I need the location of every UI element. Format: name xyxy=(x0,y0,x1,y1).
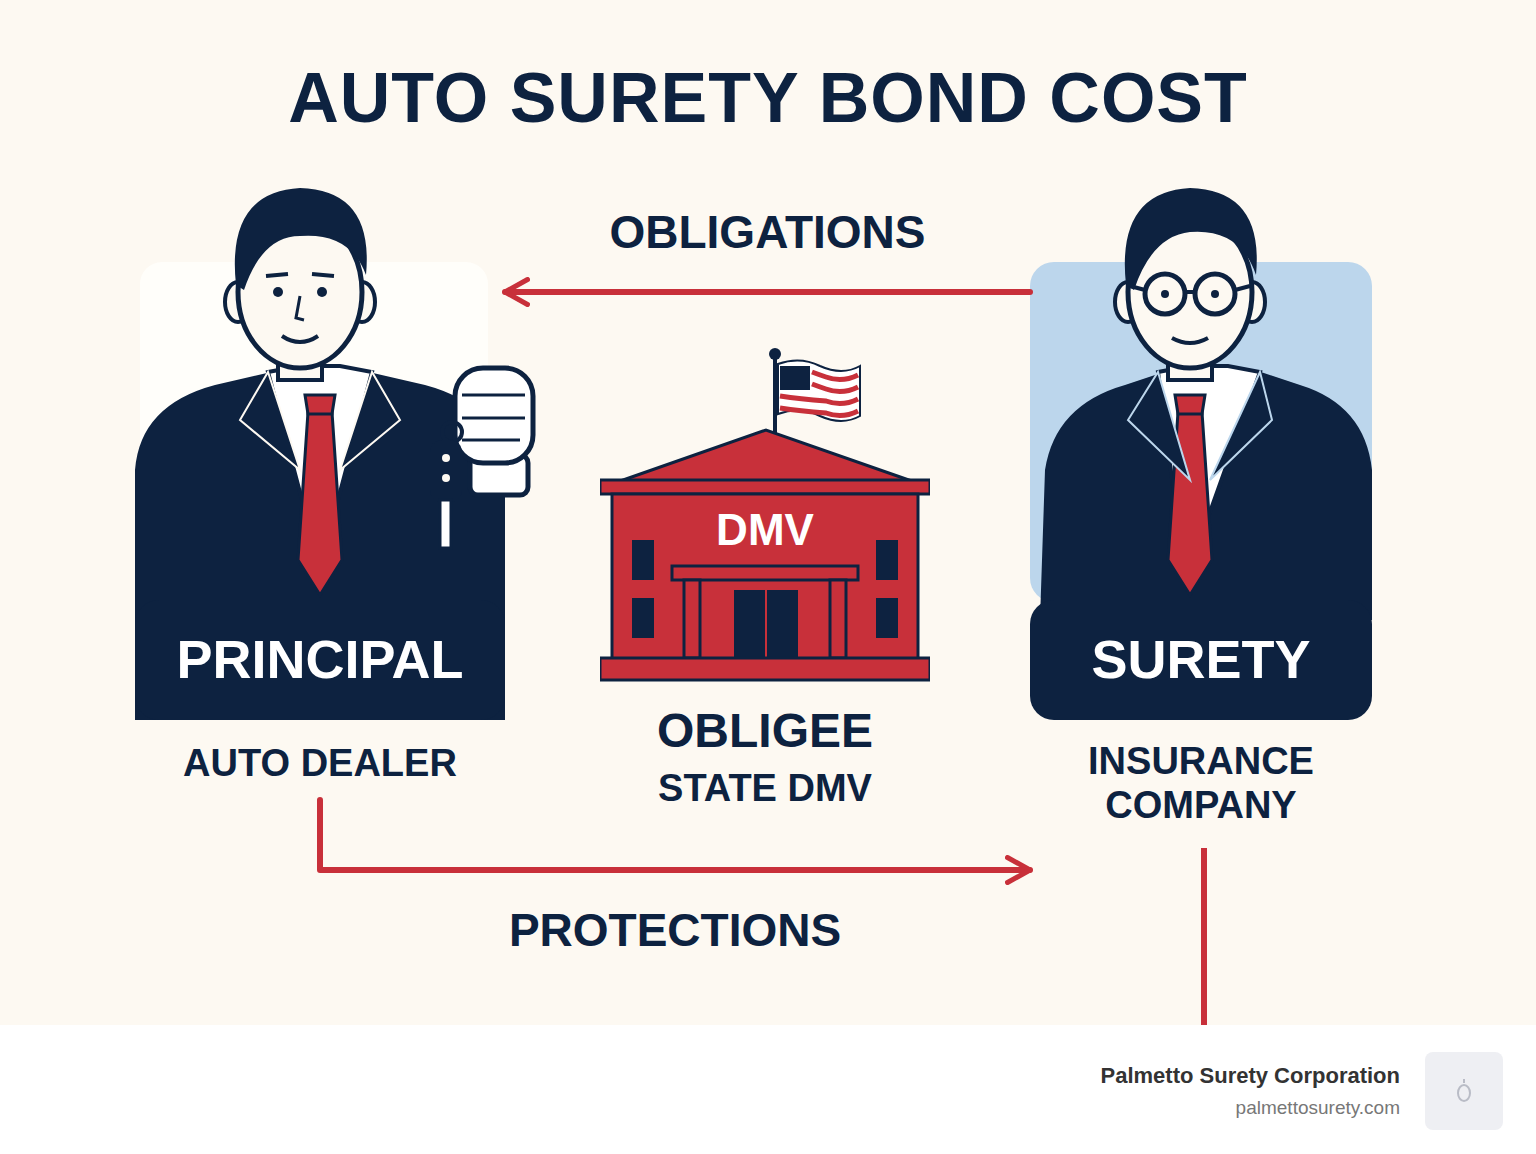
surety-box: SURETY INSURANCE COMPANY xyxy=(1030,262,1372,880)
connector-arrow xyxy=(505,289,1030,295)
node-title: PRINCIPAL xyxy=(135,628,505,690)
building-sign: DMV xyxy=(675,505,855,556)
leader-line xyxy=(1201,848,1207,1025)
principal-box: PRINCIPAL AUTO DEALER xyxy=(135,262,505,800)
edge-label: PROTECTIONS xyxy=(509,905,841,956)
surety-figure xyxy=(1030,188,1372,620)
connector-arrow xyxy=(320,800,1030,870)
footer-band xyxy=(0,1025,1536,1154)
node-subtitle: INSURANCE COMPANY xyxy=(1030,740,1372,827)
obligee-building: DMV OBLIGEE STATE DMV xyxy=(600,345,930,815)
company-name: Palmetto Surety Corporation xyxy=(1101,1063,1400,1089)
logo-tile xyxy=(1425,1052,1503,1130)
edge-label: OBLIGATIONS xyxy=(609,207,925,258)
title: AUTO SURETY BOND COST xyxy=(0,58,1536,139)
node-subtitle: AUTO DEALER xyxy=(135,742,505,786)
node-title: OBLIGEE xyxy=(600,703,930,758)
dealer-figure xyxy=(135,188,533,720)
logo-icon xyxy=(1458,1079,1470,1101)
node-subtitle: STATE DMV xyxy=(600,767,930,811)
website: palmettosurety.com xyxy=(1236,1097,1400,1119)
node-title: SURETY xyxy=(1030,628,1372,690)
